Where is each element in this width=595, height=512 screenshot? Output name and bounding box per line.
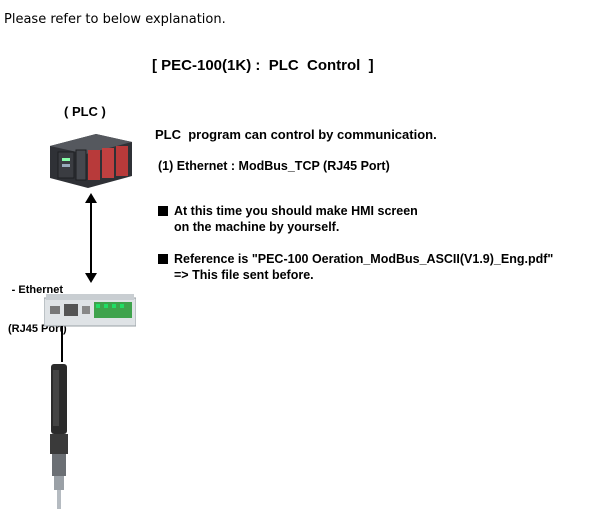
black-square-bullet — [158, 254, 168, 264]
reference-line-2: => This file sent before. — [174, 268, 314, 282]
reference-line-1: Reference is "PEC-100 Oeration_ModBus_AS… — [158, 252, 553, 266]
connection-line — [61, 326, 63, 362]
ethernet-caption-line-1: - Ethernet — [11, 284, 64, 296]
ethernet-modbus-text: (1) Ethernet : ModBus_TCP (RJ45 Port) — [158, 159, 390, 173]
hmi-note-line-2: on the machine by yourself. — [174, 220, 340, 234]
reference-text: Reference is "PEC-100 Oeration_ModBus_AS… — [174, 252, 554, 266]
page-title: [ PEC-100(1K) : PLC Control ] — [152, 57, 374, 74]
screwdriver-tool-icon — [50, 364, 68, 509]
plc-caption: ( PLC ) — [64, 104, 106, 119]
plc-device-icon — [50, 134, 132, 188]
double-arrow-icon — [85, 193, 97, 283]
intro-text: Please refer to below explanation. — [4, 12, 226, 27]
controller-module-icon — [44, 294, 136, 327]
hmi-note-text: At this time you should make HMI screen — [174, 204, 418, 218]
plc-program-text: PLC program can control by communication… — [155, 127, 437, 142]
black-square-bullet — [158, 206, 168, 216]
hmi-note-line-1: At this time you should make HMI screen — [158, 204, 418, 218]
